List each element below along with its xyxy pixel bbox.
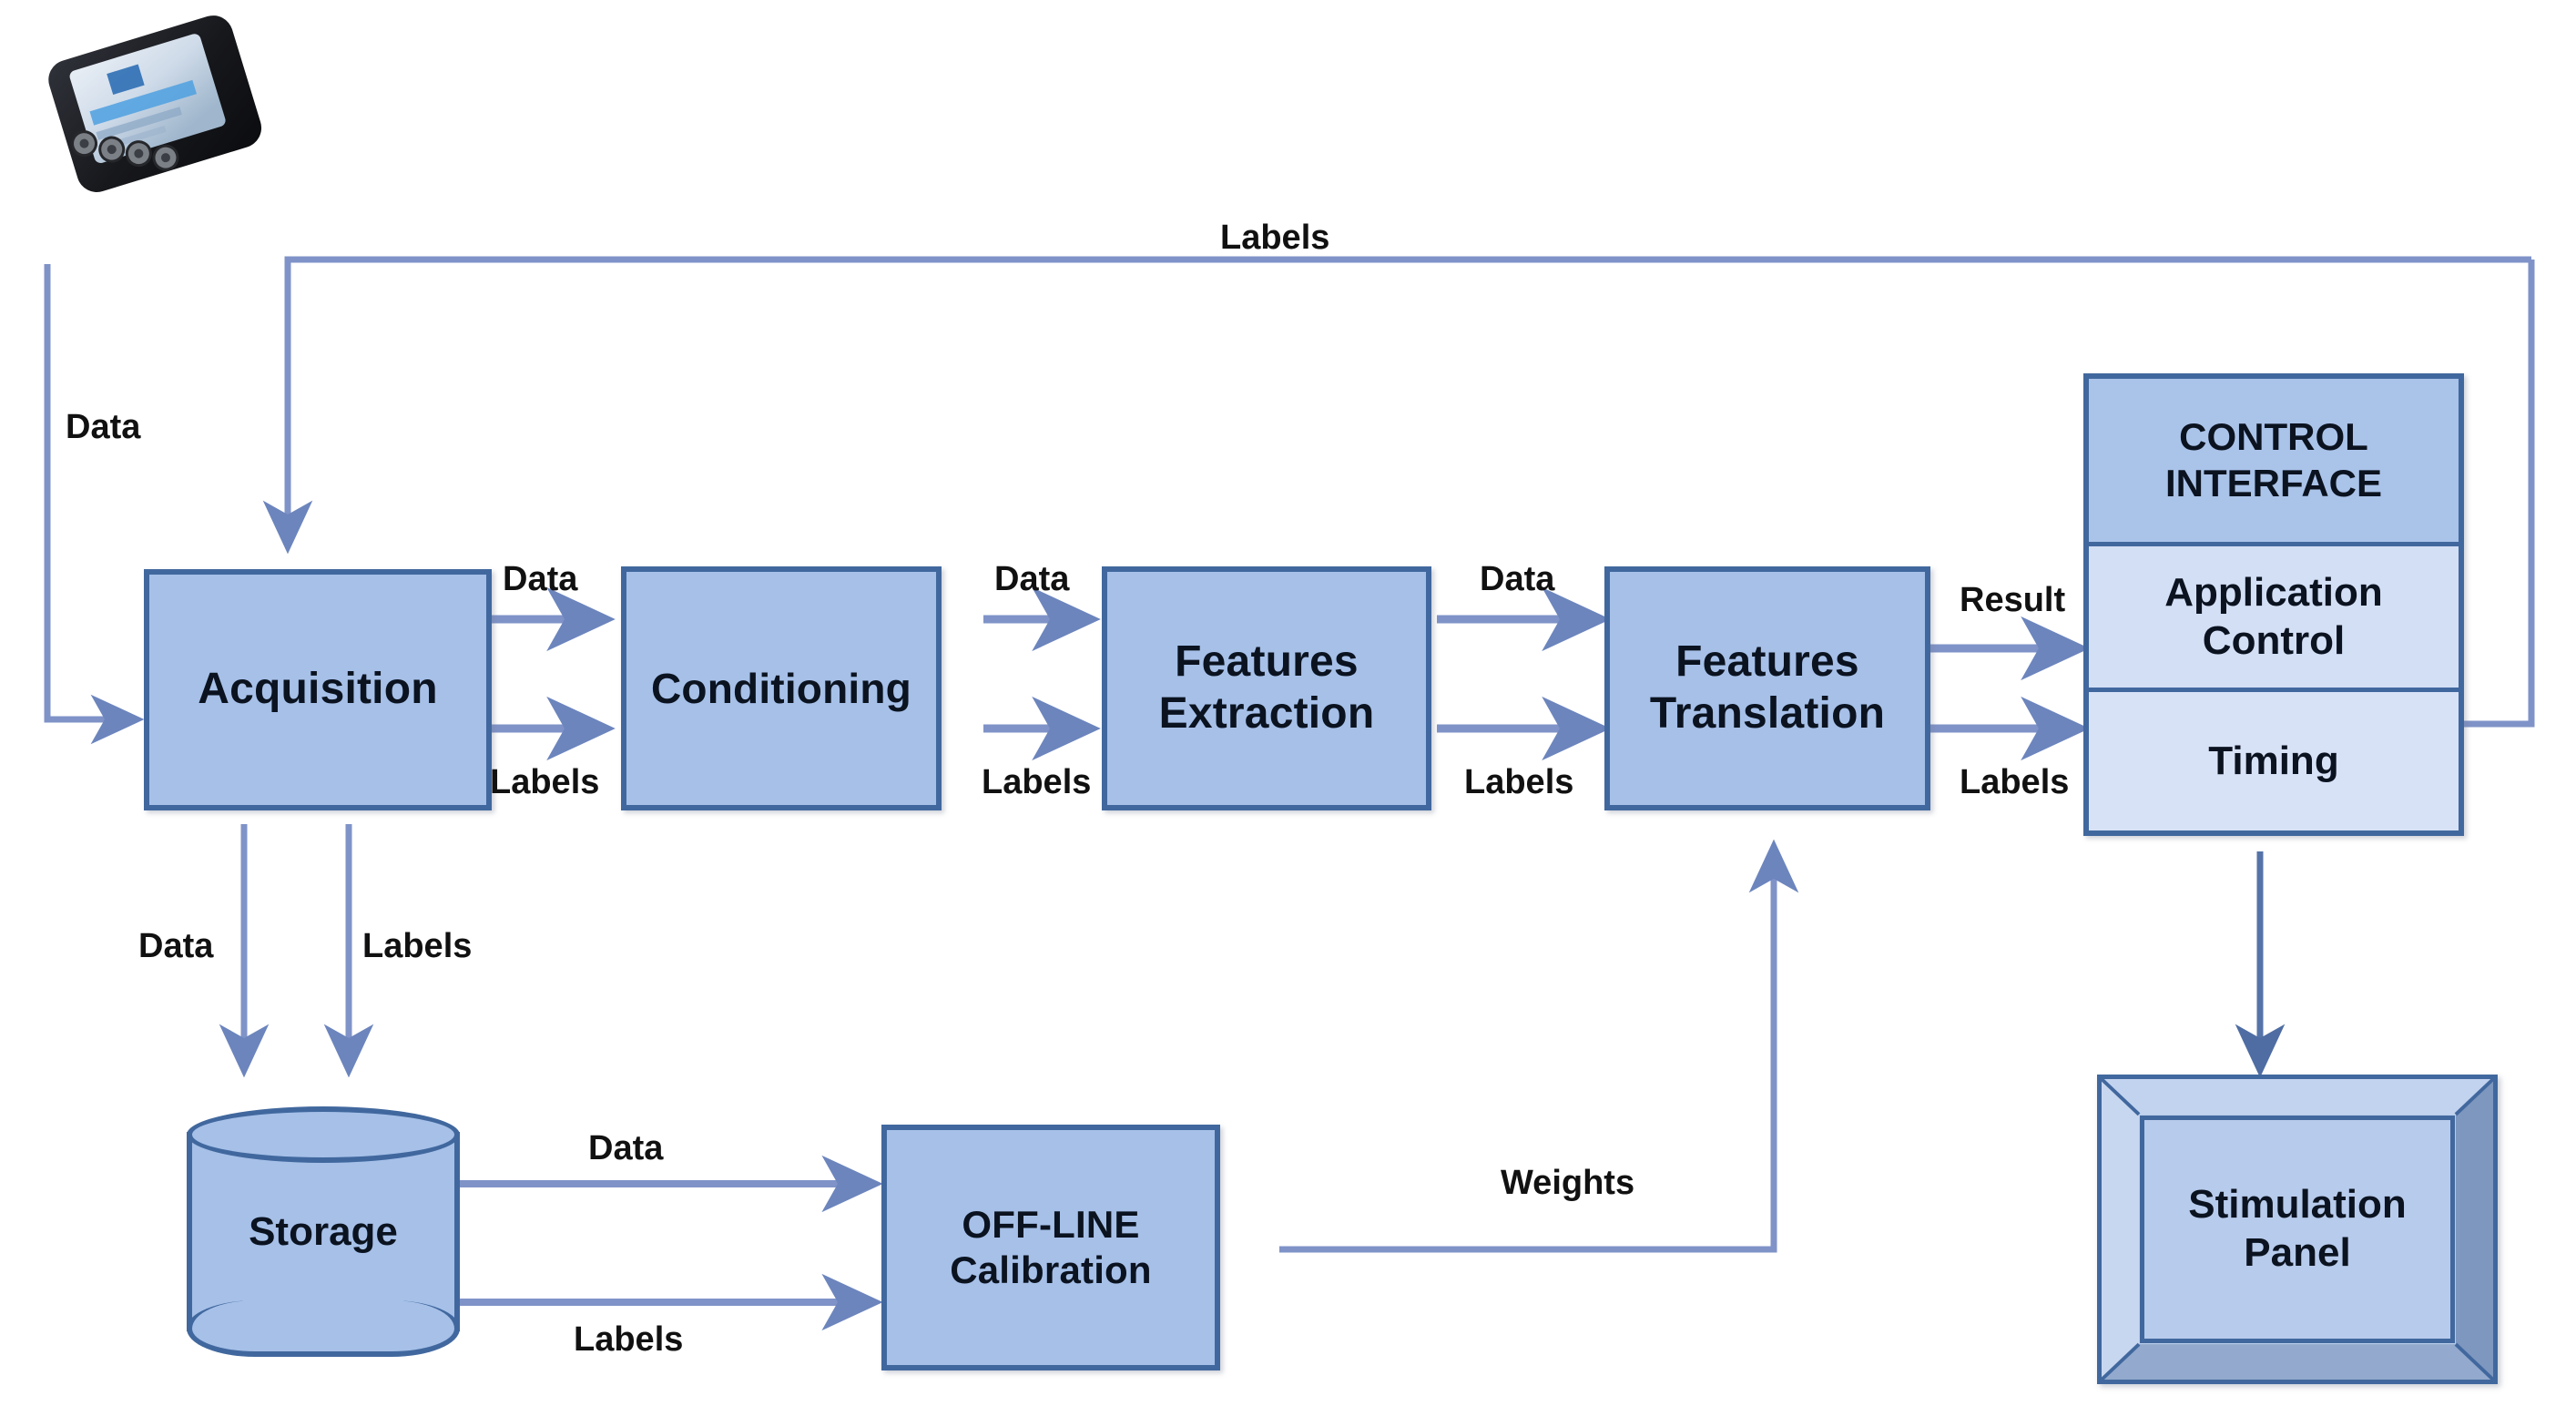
node-stimulation-panel[interactable]: Stimulation Panel [2097, 1075, 2498, 1384]
control-interface-application-control[interactable]: Application Control [2089, 546, 2459, 692]
edge-label-trans-control-result: Result [1960, 581, 2066, 619]
edge-device-to-acquisition [44, 264, 145, 745]
edge-extraction-translation [1437, 586, 1611, 761]
edge-label-acq-storage-labels: Labels [362, 927, 473, 965]
edge-acquisition-conditioning [492, 586, 616, 761]
edge-label-device-data: Data [66, 408, 141, 446]
node-control-interface[interactable]: CONTROL INTERFACE Application Control Ti… [2083, 373, 2464, 836]
stimulation-panel-bevel [2102, 1079, 2493, 1380]
control-interface-timing[interactable]: Timing [2089, 692, 2459, 830]
node-conditioning-label: Conditioning [651, 664, 911, 712]
acquisition-device-photo [36, 7, 282, 217]
edge-label-storage-calib-labels: Labels [574, 1320, 684, 1359]
edge-translation-control [1930, 616, 2090, 761]
edge-acquisition-storage [219, 824, 374, 1078]
node-offline-calibration-label: OFF-LINE Calibration [950, 1203, 1152, 1291]
node-acquisition[interactable]: Acquisition [144, 569, 492, 810]
node-features-extraction-label: Features Extraction [1158, 637, 1375, 738]
edge-label-trans-control-labels: Labels [1960, 763, 2070, 801]
node-features-translation[interactable]: Features Translation [1604, 566, 1930, 810]
node-conditioning[interactable]: Conditioning [621, 566, 942, 810]
storage-cylinder-body [187, 1132, 460, 1331]
edge-label-cond-ext-data: Data [994, 560, 1070, 598]
node-stimulation-panel-label: Stimulation Panel [2140, 1116, 2455, 1343]
storage-cylinder-bottom [187, 1300, 460, 1357]
edge-label-cond-ext-labels: Labels [982, 763, 1092, 801]
edge-label-feedback-labels: Labels [1220, 219, 1330, 257]
node-storage-label: Storage [249, 1208, 398, 1254]
edge-control-interface-to-feedback [2462, 260, 2535, 728]
edge-storage-calibration [460, 1155, 883, 1331]
edge-label-weights: Weights [1501, 1164, 1635, 1202]
edge-label-ext-trans-labels: Labels [1464, 763, 1574, 801]
edge-label-acq-storage-data: Data [138, 927, 214, 965]
node-storage[interactable]: Storage [187, 1106, 460, 1357]
edge-conditioning-extraction [983, 586, 1101, 761]
edge-label-acq-cond-labels: Labels [490, 763, 600, 801]
node-features-translation-label: Features Translation [1649, 637, 1886, 738]
storage-cylinder-top [187, 1106, 460, 1163]
edge-label-acq-cond-data: Data [503, 560, 578, 598]
node-acquisition-label: Acquisition [198, 665, 438, 714]
node-offline-calibration[interactable]: OFF-LINE Calibration [881, 1125, 1220, 1370]
edge-label-ext-trans-data: Data [1480, 560, 1555, 598]
control-interface-header: CONTROL INTERFACE [2089, 379, 2459, 546]
edge-label-storage-calib-data: Data [588, 1129, 664, 1167]
node-features-extraction[interactable]: Features Extraction [1102, 566, 1431, 810]
